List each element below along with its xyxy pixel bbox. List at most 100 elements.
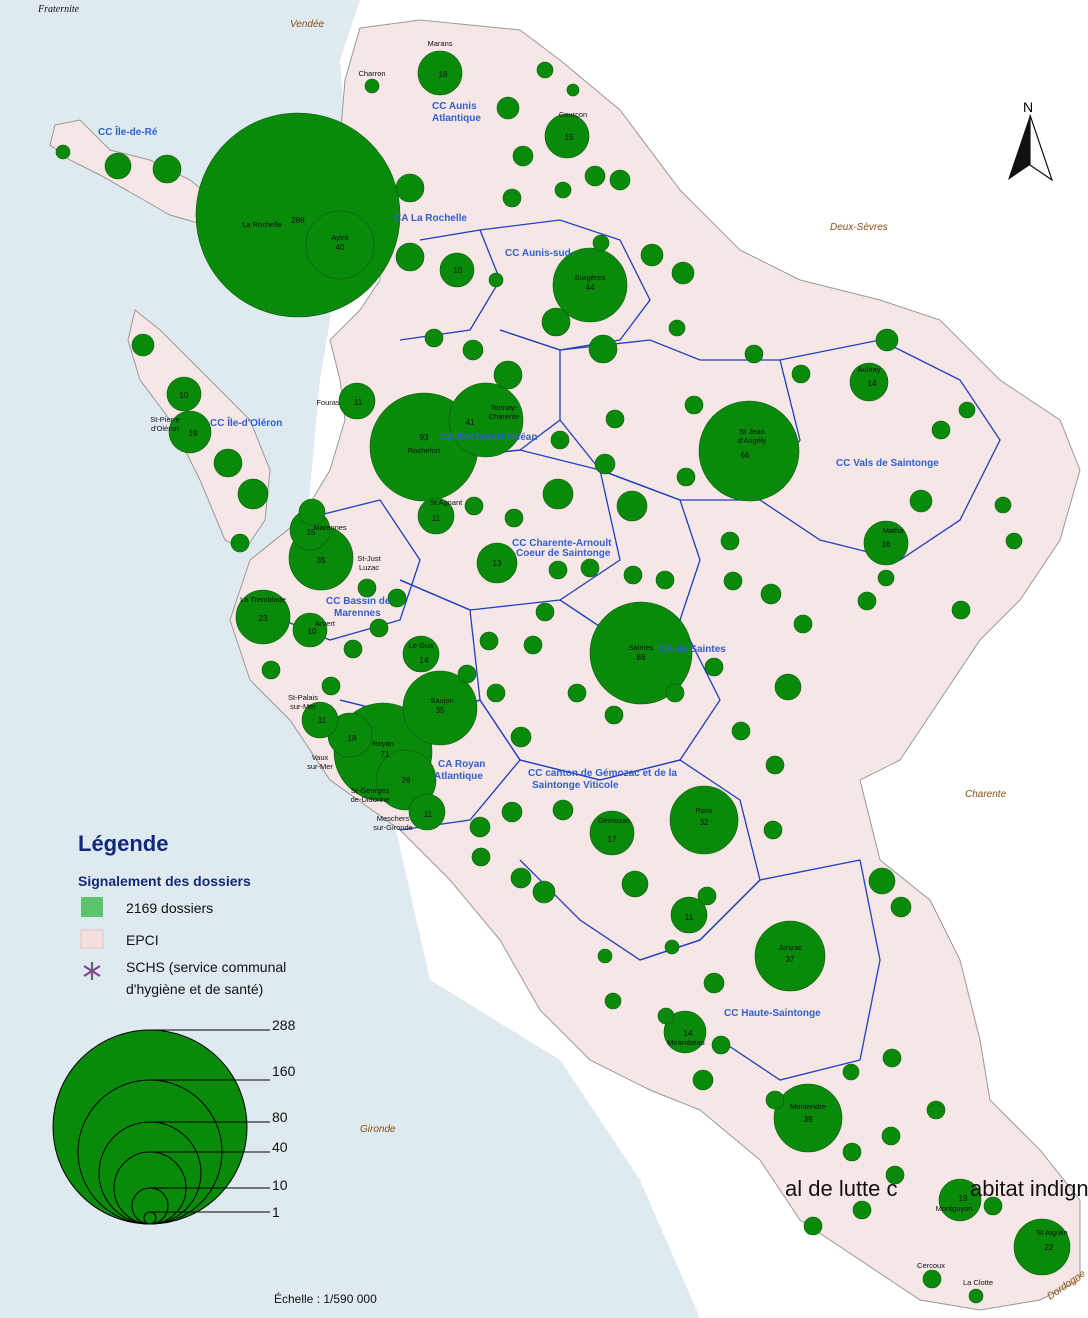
legend: Légende Signalement des dossiers 2169 do… bbox=[52, 831, 296, 1225]
header-fragment: Fraternite bbox=[37, 4, 80, 15]
commune-circle bbox=[493, 360, 523, 390]
legend-size-1: 1 bbox=[272, 1204, 280, 1220]
legend-subtitle: Signalement des dossiers bbox=[78, 873, 251, 889]
svg-text:Mirambeau: Mirambeau bbox=[667, 1038, 705, 1047]
commune-circle bbox=[621, 870, 649, 898]
epci-label: Marennes bbox=[334, 608, 381, 619]
svg-text:10: 10 bbox=[308, 627, 317, 636]
commune-circle bbox=[213, 448, 243, 478]
svg-text:Saujon: Saujon bbox=[430, 696, 453, 705]
commune-circle bbox=[476, 542, 518, 584]
svg-text:La Clotte: La Clotte bbox=[963, 1278, 993, 1287]
svg-text:St Jean: St Jean bbox=[739, 427, 764, 436]
svg-text:11: 11 bbox=[424, 810, 433, 819]
north-label: N bbox=[1023, 99, 1033, 115]
svg-text:93: 93 bbox=[420, 433, 429, 442]
svg-text:17: 17 bbox=[608, 835, 617, 844]
svg-text:Charente: Charente bbox=[489, 412, 520, 421]
commune-circle bbox=[541, 307, 571, 337]
svg-text:15: 15 bbox=[565, 133, 574, 142]
legend-label-schs-2: d'hygiène et de santé) bbox=[126, 981, 263, 997]
svg-text:41: 41 bbox=[466, 418, 475, 427]
svg-text:14: 14 bbox=[420, 656, 429, 665]
svg-text:d'Angély: d'Angély bbox=[738, 436, 767, 445]
epci-label: CC Vals de Saintonge bbox=[836, 458, 939, 469]
svg-text:Arvert: Arvert bbox=[315, 619, 336, 628]
svg-text:66: 66 bbox=[741, 451, 750, 460]
commune-circle bbox=[301, 701, 339, 739]
commune-circle bbox=[616, 490, 648, 522]
commune-circle bbox=[773, 1083, 843, 1153]
legend-swatch-epci bbox=[80, 929, 104, 949]
legend-size-160: 160 bbox=[272, 1063, 296, 1079]
svg-text:Matha: Matha bbox=[883, 526, 905, 535]
svg-text:40: 40 bbox=[336, 243, 345, 252]
commune-circle bbox=[439, 252, 475, 288]
svg-text:11: 11 bbox=[318, 716, 327, 725]
commune-circle bbox=[364, 78, 380, 94]
svg-text:de-Didonne: de-Didonne bbox=[351, 795, 390, 804]
commune-circle bbox=[1013, 1218, 1071, 1276]
legend-size-80: 80 bbox=[272, 1109, 288, 1125]
legend-size-scale bbox=[52, 1029, 248, 1225]
svg-text:14: 14 bbox=[684, 1029, 693, 1038]
svg-text:Rochefort: Rochefort bbox=[408, 446, 441, 455]
svg-text:La Rochelle: La Rochelle bbox=[242, 220, 282, 229]
svg-text:71: 71 bbox=[381, 750, 390, 759]
commune-circle bbox=[670, 896, 708, 934]
svg-text:39: 39 bbox=[804, 1115, 813, 1124]
svg-text:18: 18 bbox=[348, 734, 357, 743]
commune-circle bbox=[292, 612, 328, 648]
region-label-charente: Charente bbox=[965, 789, 1007, 800]
svg-text:St Agnant: St Agnant bbox=[430, 498, 463, 507]
svg-text:sur-Mer: sur-Mer bbox=[290, 702, 316, 711]
svg-text:15: 15 bbox=[307, 528, 316, 537]
epci-label: CA de Saintes bbox=[659, 644, 726, 655]
svg-text:Tonnay-: Tonnay- bbox=[491, 403, 518, 412]
legend-label-schs-1: SCHS (service communal bbox=[126, 959, 286, 975]
commune-circle bbox=[589, 810, 635, 856]
epci-label: CC Charente-Arnoult bbox=[512, 538, 612, 549]
svg-text:22: 22 bbox=[1045, 1243, 1054, 1252]
svg-text:35: 35 bbox=[317, 556, 326, 565]
commune-circle bbox=[774, 673, 802, 701]
epci-label: Coeur de Saintonge bbox=[516, 548, 611, 559]
commune-circle bbox=[417, 50, 463, 96]
svg-text:37: 37 bbox=[786, 955, 795, 964]
svg-text:Le Gua: Le Gua bbox=[409, 641, 434, 650]
epci-label: Saintonge Viticole bbox=[532, 780, 619, 791]
epci-label: CC Bassin de bbox=[326, 596, 391, 607]
svg-text:sur-Gironde: sur-Gironde bbox=[373, 823, 413, 832]
svg-text:Fouras: Fouras bbox=[316, 398, 340, 407]
commune-circle bbox=[166, 376, 202, 412]
commune-labels: La Rochelle Rochefort Saintes Royan St J… bbox=[150, 39, 1067, 1287]
commune-circle bbox=[588, 334, 618, 364]
commune-circle bbox=[922, 1269, 942, 1289]
epci-label: Atlantique bbox=[434, 771, 483, 782]
svg-text:14: 14 bbox=[868, 379, 877, 388]
epci-label: CA La Rochelle bbox=[394, 213, 467, 224]
svg-text:11: 11 bbox=[354, 398, 363, 407]
commune-circle bbox=[55, 144, 71, 160]
svg-text:Pons: Pons bbox=[695, 806, 712, 815]
svg-text:288: 288 bbox=[291, 216, 305, 225]
svg-text:10: 10 bbox=[180, 391, 189, 400]
svg-text:Vaux: Vaux bbox=[312, 753, 329, 762]
svg-text:St Aigulin: St Aigulin bbox=[1036, 1228, 1067, 1237]
svg-text:26: 26 bbox=[402, 776, 411, 785]
commune-circle bbox=[235, 589, 291, 645]
commune-circle bbox=[542, 478, 574, 510]
svg-text:Surgères: Surgères bbox=[575, 273, 606, 282]
svg-text:19: 19 bbox=[959, 1194, 968, 1203]
epci-label: CC Aunis bbox=[432, 101, 477, 112]
svg-text:d'Oléron: d'Oléron bbox=[151, 424, 179, 433]
commune-circle bbox=[237, 478, 269, 510]
svg-text:23: 23 bbox=[259, 614, 268, 623]
svg-text:16: 16 bbox=[882, 540, 891, 549]
north-arrow-icon: N bbox=[1008, 99, 1054, 182]
epci-label: Atlantique bbox=[432, 113, 481, 124]
svg-text:Marennes: Marennes bbox=[313, 523, 347, 532]
commune-circle bbox=[868, 867, 896, 895]
svg-text:sur-Mer: sur-Mer bbox=[307, 762, 333, 771]
region-label-vendee: Vendée bbox=[290, 19, 325, 30]
